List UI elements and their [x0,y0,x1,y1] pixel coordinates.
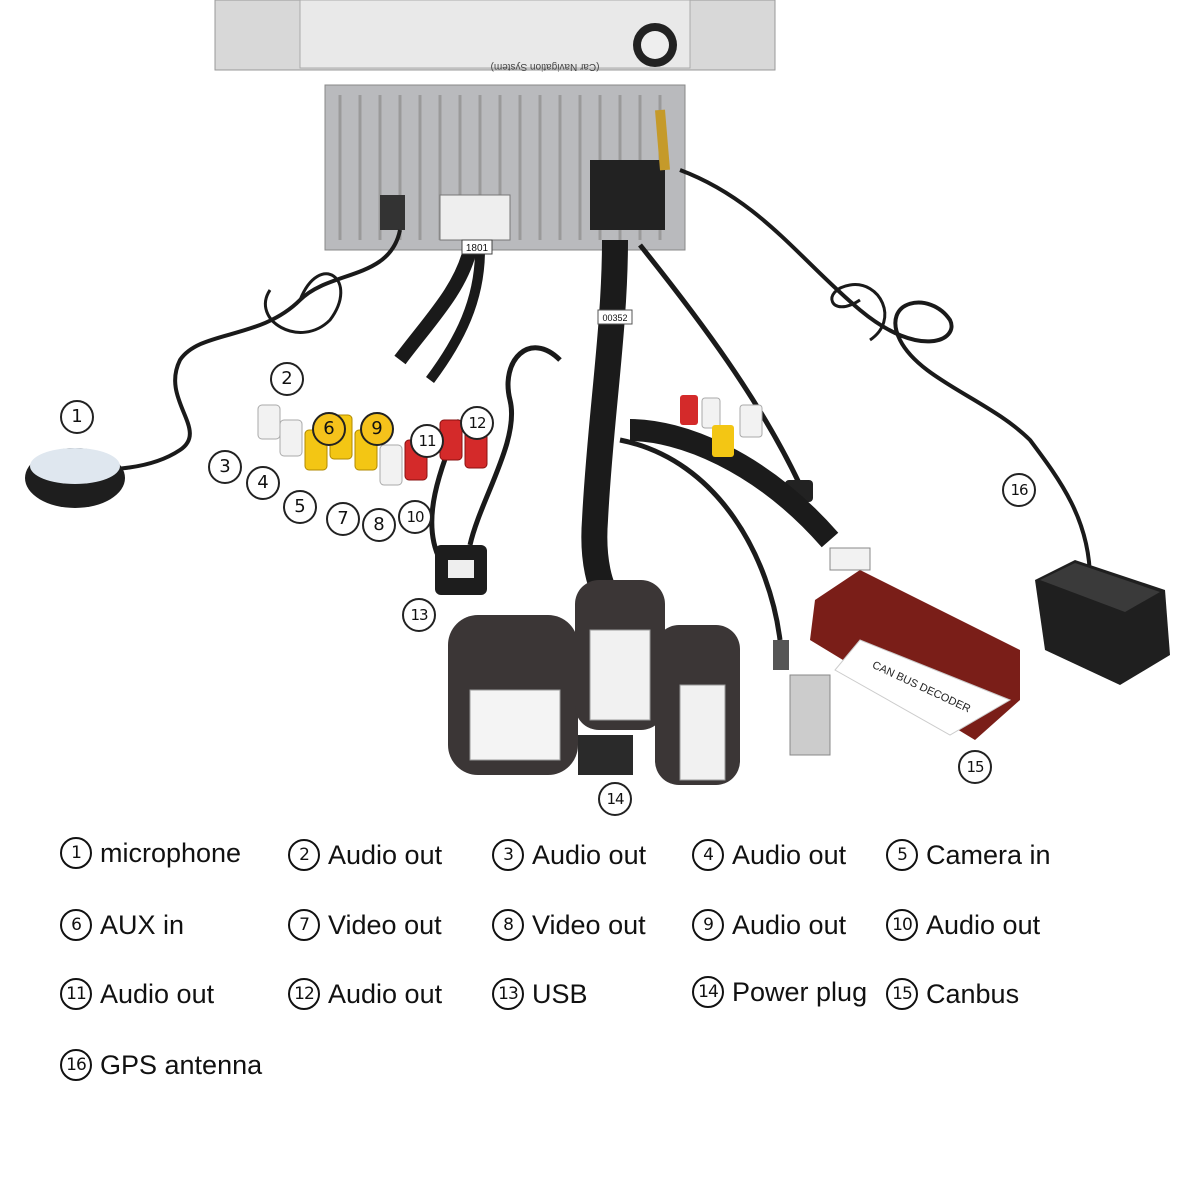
legend-num: 15 [886,978,918,1010]
legend-item-14: 14 Power plug [692,976,867,1008]
cable-tag: 1801 [466,243,489,254]
callout-13: 13 [402,598,436,632]
legend-text: Audio out [926,909,1041,940]
callout-12: 12 [460,406,494,440]
legend-text: Audio out [732,839,847,870]
legend-num: 6 [60,909,92,941]
canbus-box: CAN BUS DECODER [810,547,1020,740]
callout-14: 14 [598,782,632,816]
legend-text: Audio out [328,978,443,1009]
power-plugs [448,580,740,785]
main-harness: 00352 [581,239,839,756]
legend-num: 1 [60,837,92,869]
callout-3: 3 [208,450,242,484]
legend-num: 12 [288,978,320,1010]
legend-text: microphone [100,837,242,868]
legend-text: GPS antenna [100,1049,263,1080]
legend-item-4: 4 Audio out [692,839,846,871]
callout-5: 5 [283,490,317,524]
legend-text: AUX in [100,909,185,940]
legend-num: 2 [288,839,320,871]
callout-9: 9 [360,412,394,446]
legend-text: Video out [532,909,646,940]
legend-text: Video out [328,909,442,940]
legend-text: Audio out [732,909,847,940]
legend: 1 microphone 2 Audio out 3 Audio out 4 A… [0,830,1200,1200]
wiring-diagram: (Car Navigation System) [25,0,1170,816]
legend-num: 4 [692,839,724,871]
legend-item-13: 13 USB [492,978,588,1010]
legend-item-5: 5 Camera in [886,839,1051,871]
legend-num: 11 [60,978,92,1010]
legend-text: Canbus [926,978,1020,1009]
callout-7: 7 [326,502,360,536]
wiring-illustration: (Car Navigation System) [25,0,1170,785]
legend-num: 10 [886,909,918,941]
legend-item-6: 6 AUX in [60,909,184,941]
legend-item-2: 2 Audio out [288,839,442,871]
legend-text: Audio out [532,839,647,870]
legend-item-11: 11 Audio out [60,978,214,1010]
gps-antenna [655,109,1170,685]
callout-16: 16 [1002,473,1036,507]
legend-item-9: 9 Audio out [692,909,846,941]
legend-num: 14 [692,976,724,1008]
usb-cable [435,345,562,595]
legend-item-1: 1 microphone [60,837,241,869]
legend-text: Camera in [926,839,1051,870]
legend-num: 8 [492,909,524,941]
legend-item-8: 8 Video out [492,909,646,941]
legend-num: 5 [886,839,918,871]
legend-item-10: 10 Audio out [886,909,1040,941]
legend-num: 3 [492,839,524,871]
legend-item-16: 16 GPS antenna [60,1049,262,1081]
unit-label: (Car Navigation System) [491,61,600,72]
legend-text: USB [532,978,588,1009]
legend-text: Audio out [328,839,443,870]
callout-15: 15 [958,750,992,784]
callout-11: 11 [410,424,444,458]
legend-text: Power plug [732,976,868,1007]
callout-4: 4 [246,466,280,500]
callout-2: 2 [270,362,304,396]
legend-item-3: 3 Audio out [492,839,646,871]
head-unit: (Car Navigation System) [214,0,776,251]
legend-num: 13 [492,978,524,1010]
callout-8: 8 [362,508,396,542]
legend-num: 16 [60,1049,92,1081]
legend-text: Audio out [100,978,215,1009]
callout-1: 1 [60,400,94,434]
cable-tag-2: 00352 [602,313,627,323]
legend-item-12: 12 Audio out [288,978,442,1010]
legend-item-15: 15 Canbus [886,978,1019,1010]
legend-num: 9 [692,909,724,941]
microphone [25,229,402,508]
callout-10: 10 [398,500,432,534]
legend-num: 7 [288,909,320,941]
legend-item-7: 7 Video out [288,909,442,941]
callout-6: 6 [312,412,346,446]
